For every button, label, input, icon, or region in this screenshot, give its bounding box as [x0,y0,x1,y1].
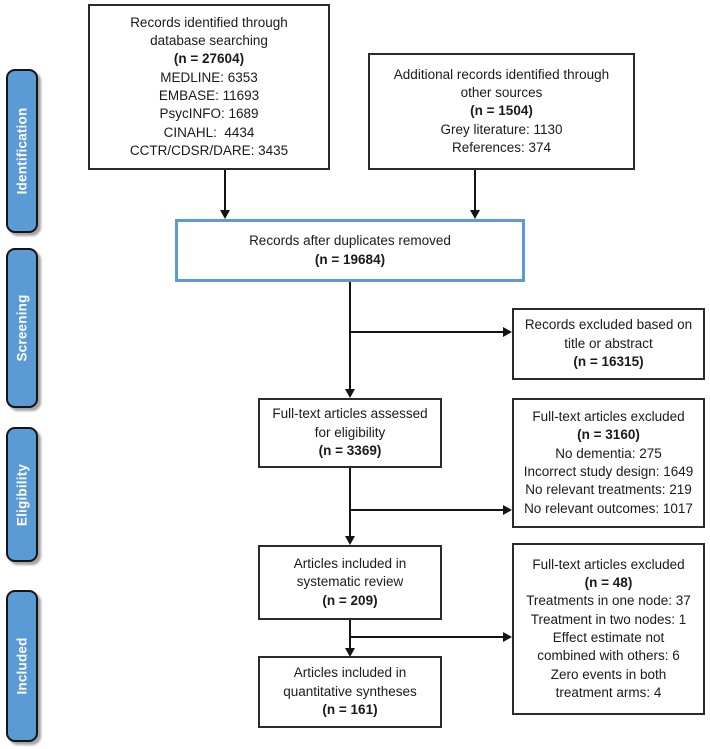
stage-screening: Screening [6,248,38,408]
box-text-line: No dementia: 275 [555,445,662,461]
box-text-line: Full-text articles excluded [532,408,685,424]
arrowhead-down-icon [345,648,355,657]
arrow-branch-excluded-48 [350,636,503,638]
box-fulltext-excluded: Full-text articles excluded (n = 3160) N… [512,398,705,528]
arrowhead-down-icon [345,389,355,398]
box-fulltext-excluded-48: Full-text articles excluded (n = 48) Tre… [512,543,705,715]
box-text-line: Articles included in [293,665,407,681]
arrow-fulltext-to-sysreview [349,468,351,536]
box-text-line: CINAHL: 4434 [163,124,255,140]
box-text-line: quantitative syntheses [283,683,417,699]
box-count: (n = 3369) [318,443,382,459]
arrowhead-right-icon [503,505,512,515]
box-count: (n = 48) [584,574,633,590]
arrowhead-right-icon [503,632,512,642]
arrowhead-down-icon [220,210,230,219]
box-text-line: Additional records identified through [393,66,610,82]
box-count: (n = 161) [322,702,378,718]
box-text-line: MEDLINE: 6353 [160,69,258,85]
box-text-line: database searching [150,32,268,48]
stage-screening-label: Screening [14,294,30,362]
box-text-line: CCTR/CDSR/DARE: 3435 [129,143,289,159]
stage-eligibility-label: Eligibility [14,463,30,526]
box-count: (n = 19684) [314,251,386,267]
stage-identification: Identification [6,69,38,233]
arrowhead-down-icon [470,210,480,219]
box-text-line: Incorrect study design: 1649 [523,464,694,479]
box-text-line: systematic review [296,574,404,590]
box-excluded-title-abstract: Records excluded based on title or abstr… [512,308,705,380]
stage-included-label: Included [14,637,30,695]
stage-included: Included [6,590,38,742]
arrow-sysreview-to-quant [349,620,351,648]
box-quantitative-syntheses: Articles included in quantitative synthe… [258,656,442,728]
box-count: (n = 27604) [173,51,245,67]
box-systematic-review: Articles included in systematic review (… [258,545,442,620]
box-text-line: EMBASE: 11693 [158,88,260,103]
box-text-line: treatment arms: 4 [555,685,662,701]
arrowhead-down-icon [345,536,355,545]
box-text-line: combined with others: 6 [537,648,680,664]
box-text-line: Effect estimate not [552,630,665,645]
arrow-database-to-dedup [224,170,226,210]
box-text-line: Full-text articles assessed [272,406,428,422]
box-text-line: other sources [460,84,543,100]
arrow-branch-excluded-title [350,331,503,333]
box-text-line: for eligibility [314,424,386,440]
box-database-searching: Records identified through database sear… [88,4,330,170]
box-text-line: PsycINFO: 1689 [159,106,259,122]
box-text-line: Records after duplicates removed [249,233,451,249]
box-text-line: Zero events in both [550,666,667,682]
box-text-line: Grey literature: 1130 [440,121,563,137]
box-duplicates-removed: Records after duplicates removed (n = 19… [175,219,525,282]
box-count: (n = 3160) [577,427,640,443]
box-text-line: No relevant treatments: 219 [525,482,692,498]
stage-identification-label: Identification [14,107,30,195]
box-other-sources: Additional records identified through ot… [368,53,635,170]
box-text-line: Treatment in two nodes: 1 [530,611,687,627]
arrow-dedup-to-fulltext [349,282,351,389]
box-text-line: Full-text articles excluded [532,556,685,572]
arrow-branch-fulltext-excluded [350,509,503,511]
box-text-line: No relevant outcomes: 1017 [524,500,693,516]
box-text-line: title or abstract [564,335,653,351]
box-count: (n = 1504) [470,103,533,119]
box-text-line: Records identified through [130,14,288,30]
stage-eligibility: Eligibility [6,427,38,562]
box-text-line: Treatments in one node: 37 [526,593,691,609]
box-text-line: References: 374 [451,140,552,156]
box-text-line: Articles included in [293,555,407,571]
box-count: (n = 209) [322,592,378,608]
arrow-other-to-dedup [474,170,476,210]
box-fulltext-assessed: Full-text articles assessed for eligibil… [258,398,442,468]
arrowhead-right-icon [503,327,512,337]
box-text-line: Records excluded based on [524,317,693,333]
box-count: (n = 16315) [573,354,644,370]
